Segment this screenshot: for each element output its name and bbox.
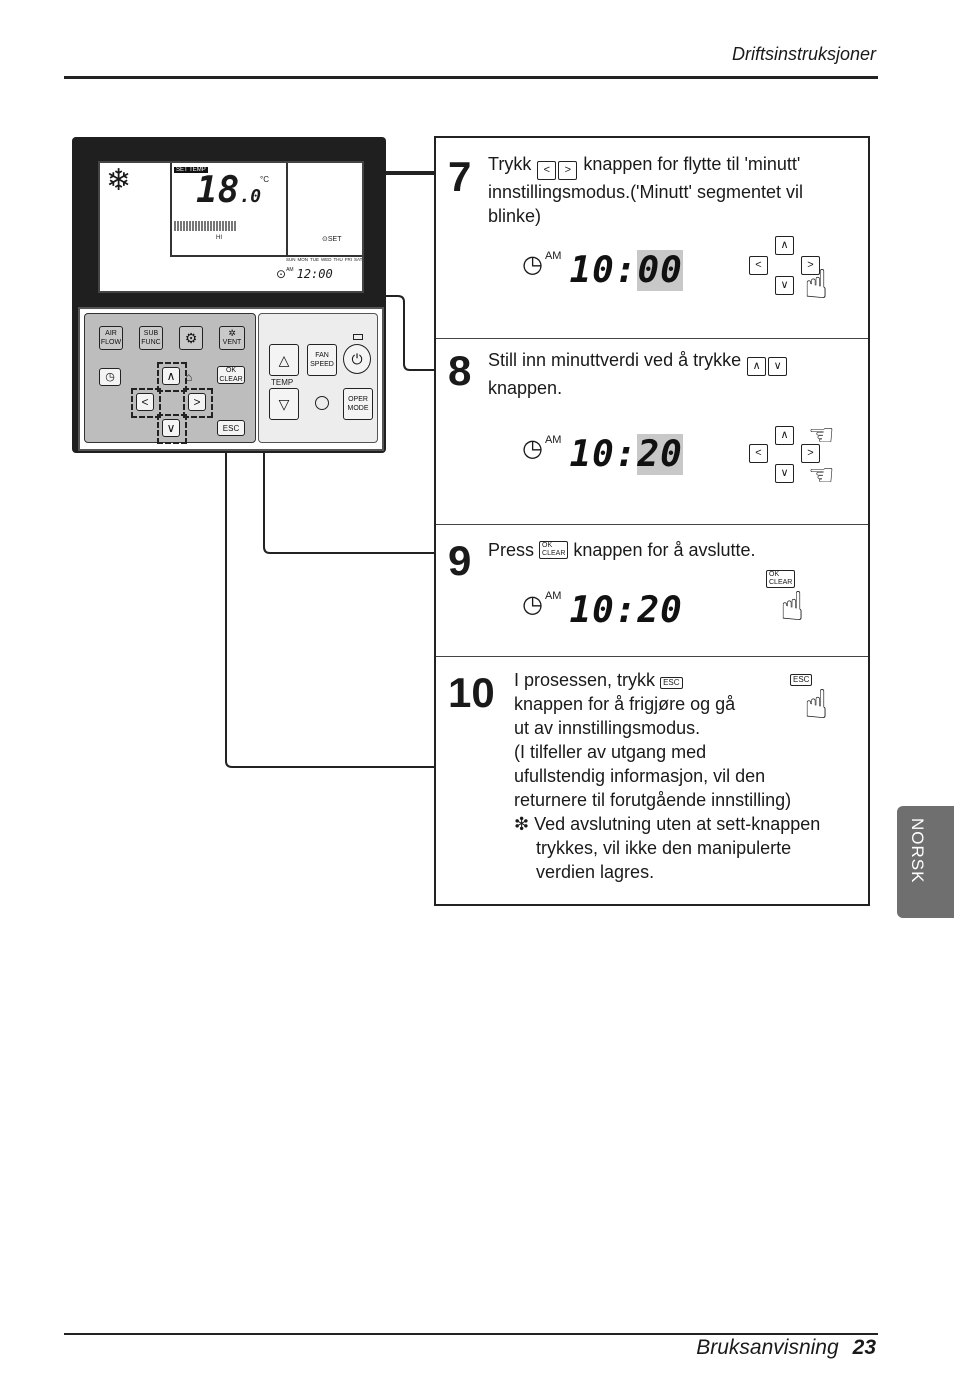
step-number: 10 (448, 669, 495, 716)
sub-func-button[interactable]: SUB FUNC (139, 326, 163, 350)
clock-icon: ◷ (522, 591, 543, 618)
right-button[interactable]: > (188, 393, 206, 411)
clock-time: 10:20 (569, 590, 683, 631)
lcd-clock-time: 12:00 (296, 267, 333, 281)
right-arrow-icon: > (558, 161, 578, 180)
vent-icon: ✲ (228, 328, 236, 338)
nav-highlight-up (157, 362, 187, 392)
clock-icon: ◷ (522, 435, 543, 462)
footer-manual-label: Bruksanvisning (696, 1336, 839, 1359)
footer-rule (64, 1333, 878, 1335)
fan-level-bar (174, 221, 236, 231)
step-10: 10 I prosessen, trykk ESC knappen for å … (436, 656, 868, 902)
temp-value: 18 (196, 170, 240, 211)
right-key-group: △ TEMP ▽ FAN SPEED ⏻ OPER MODE (258, 313, 378, 443)
up-arrow-icon: ∧ (747, 357, 767, 376)
esc-button[interactable]: ESC (217, 420, 245, 436)
button-panel: AIR FLOW SUB FUNC ⚙ ✲VENT ◷ ∧ < > ∨ ⌂ OK… (78, 307, 384, 451)
step-text: Trykk <> knappen for flytte til 'minutt'… (488, 154, 803, 226)
power-button[interactable]: ⏻ (343, 344, 371, 374)
hi-label: HI (216, 235, 222, 241)
nav-highlight-right (183, 388, 213, 418)
esc-icon: ESC (660, 677, 683, 689)
step-text: Still inn minuttverdi ved å trykke ∧∨ kn… (488, 348, 858, 400)
step-number: 8 (448, 347, 472, 394)
up-button[interactable]: ∧ (162, 367, 180, 385)
status-led (353, 334, 363, 340)
clock-display: ◷ AM 10:20 (522, 434, 683, 475)
vent-button[interactable]: ✲VENT (219, 326, 245, 350)
lcd-temp-value: 18.0 (196, 171, 261, 217)
nav-highlight-left (131, 388, 161, 418)
note-symbol: ❇ (514, 814, 530, 834)
clock-display: ◷ AM 10:00 (522, 250, 683, 291)
indicator-circle (315, 396, 329, 410)
left-key-group: AIR FLOW SUB FUNC ⚙ ✲VENT ◷ ∧ < > ∨ ⌂ OK… (84, 313, 256, 444)
air-flow-button[interactable]: AIR FLOW (99, 326, 123, 350)
temp-up-button[interactable]: △ (269, 344, 299, 376)
step-7: 7 Trykk <> knappen for flytte til 'minut… (436, 138, 868, 339)
page-header-title: Driftsinstruksjoner (731, 44, 876, 64)
clock-icon: ⊙ (276, 267, 287, 281)
down-button[interactable]: ∨ (162, 419, 180, 437)
left-button[interactable]: < (136, 393, 154, 411)
hands-pressing-up-down-icon: ∧ < > ∨ ☜ ☜ (748, 418, 858, 514)
fan-speed-button[interactable]: FAN SPEED (307, 344, 337, 376)
clock-display: ◷ AM 10:20 (522, 590, 683, 631)
temp-unit: °C (260, 175, 269, 184)
set-temp-label: SET TEMP (174, 167, 208, 173)
language-tab: NORSK (897, 806, 954, 918)
timer-button[interactable]: ◷ (99, 368, 121, 386)
set-timer-icon: ⊙SET (322, 236, 342, 243)
hand-pressing-right-icon: ∧ < > ∨ ☝ (748, 236, 848, 330)
steps-panel: 7 Trykk <> knappen for flytte til 'minut… (434, 136, 870, 906)
home-icon: ⌂ (185, 370, 193, 384)
settings-gear-button[interactable]: ⚙ (179, 326, 203, 350)
oper-mode-button[interactable]: OPER MODE (343, 388, 373, 420)
snowflake-icon: ❄ (106, 164, 132, 197)
step-text: I prosessen, trykk ESC knappen for å fri… (514, 670, 821, 882)
ok-clear-button[interactable]: OK CLEAR (217, 366, 245, 384)
page-footer: Bruksanvisning 23 (696, 1336, 876, 1360)
step-number: 9 (448, 537, 472, 584)
blinking-minutes: 00 (637, 250, 683, 291)
down-arrow-icon: ∨ (768, 357, 788, 376)
nav-highlight-down (157, 414, 187, 444)
header-rule (64, 76, 878, 79)
temp-label: TEMP (271, 378, 294, 387)
step-8: 8 Still inn minuttverdi ved å trykke ∧∨ … (436, 338, 868, 525)
page-number: 23 (852, 1336, 876, 1359)
clock-icon: ◷ (522, 251, 543, 278)
hand-pressing-esc-icon: ESC ☝ (790, 674, 860, 750)
temp-down-button[interactable]: ▽ (269, 388, 299, 420)
left-arrow-icon: < (537, 161, 557, 180)
blinking-minutes: 20 (637, 434, 683, 475)
temp-decimal: .0 (239, 186, 262, 207)
language-tab-label: NORSK (908, 818, 927, 884)
step-number: 7 (448, 153, 472, 200)
